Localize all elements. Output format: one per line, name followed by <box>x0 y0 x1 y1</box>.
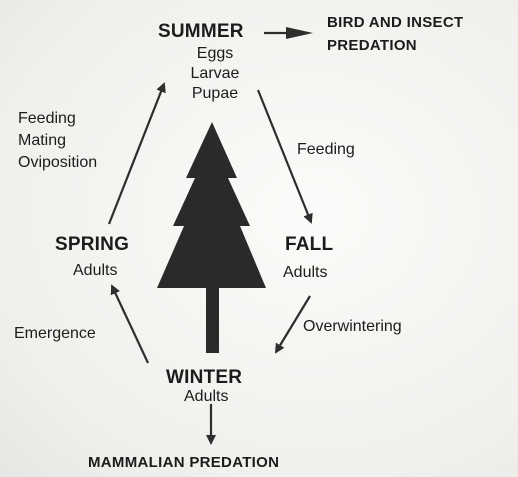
activity-spring-to-summer: Feeding Mating Oviposition <box>18 108 97 173</box>
predation-summer-line1: BIRD AND INSECT <box>327 12 463 35</box>
activity-fall-to-winter: Overwintering <box>303 318 402 336</box>
activity-summer-to-fall: Feeding <box>297 141 355 159</box>
activity-oviposition: Oviposition <box>18 152 97 174</box>
stage-larvae: Larvae <box>178 64 252 84</box>
activity-winter-to-spring: Emergence <box>14 325 96 343</box>
arrow-winter-to-spring <box>112 286 148 363</box>
arrow-summer-predation <box>264 27 313 39</box>
season-fall: FALL <box>285 234 333 255</box>
spring-stage-adults: Adults <box>73 262 117 280</box>
stage-pupae: Pupae <box>178 84 252 104</box>
season-spring: SPRING <box>55 234 129 255</box>
season-winter: WINTER <box>166 367 242 388</box>
arrow-spring-to-summer <box>109 84 164 224</box>
winter-stage-adults: Adults <box>184 388 228 406</box>
fall-stage-adults: Adults <box>283 264 327 282</box>
season-summer: SUMMER <box>158 21 244 42</box>
activity-feeding: Feeding <box>18 108 97 130</box>
summer-stages: Eggs Larvae Pupae <box>178 44 252 103</box>
activity-mating: Mating <box>18 130 97 152</box>
predation-summer-line2: PREDATION <box>327 35 463 58</box>
predation-winter: MAMMALIAN PREDATION <box>88 455 279 472</box>
pine-tree-icon <box>157 122 266 353</box>
stage-eggs: Eggs <box>178 44 252 64</box>
predation-summer: BIRD AND INSECT PREDATION <box>327 12 463 57</box>
